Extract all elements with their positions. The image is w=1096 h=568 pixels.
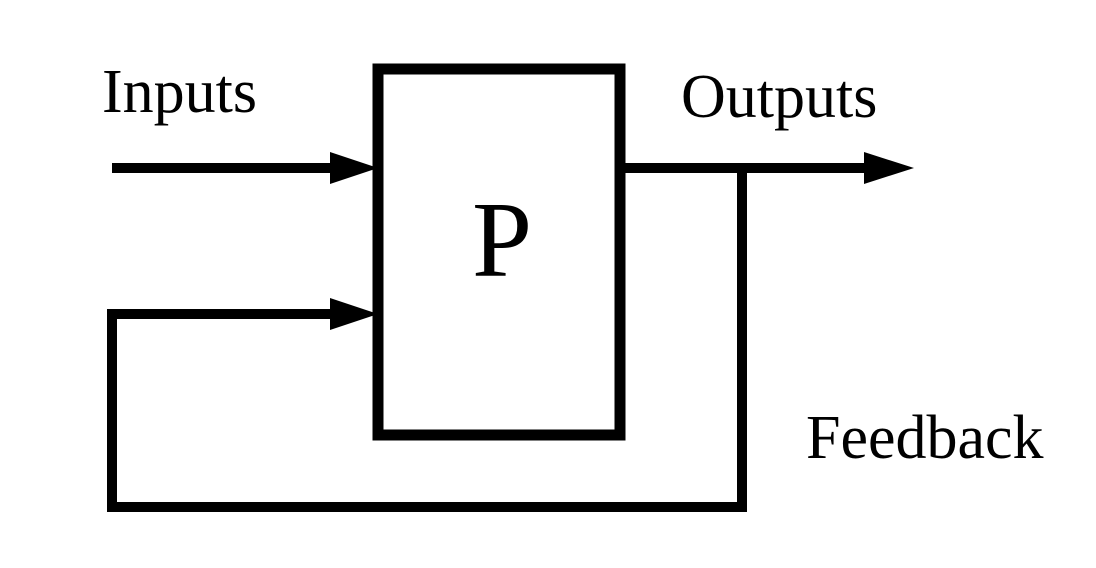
feedback-loop-line — [107, 168, 747, 512]
feedback-arrowhead — [330, 298, 378, 330]
process-box — [372, 63, 626, 441]
feedback-label: Feedback — [806, 404, 1044, 472]
input-arrowhead — [330, 152, 378, 184]
inputs-label: Inputs — [102, 58, 257, 126]
process-label: P — [472, 181, 532, 300]
outputs-label: Outputs — [681, 63, 877, 131]
output-arrowhead — [864, 152, 914, 184]
